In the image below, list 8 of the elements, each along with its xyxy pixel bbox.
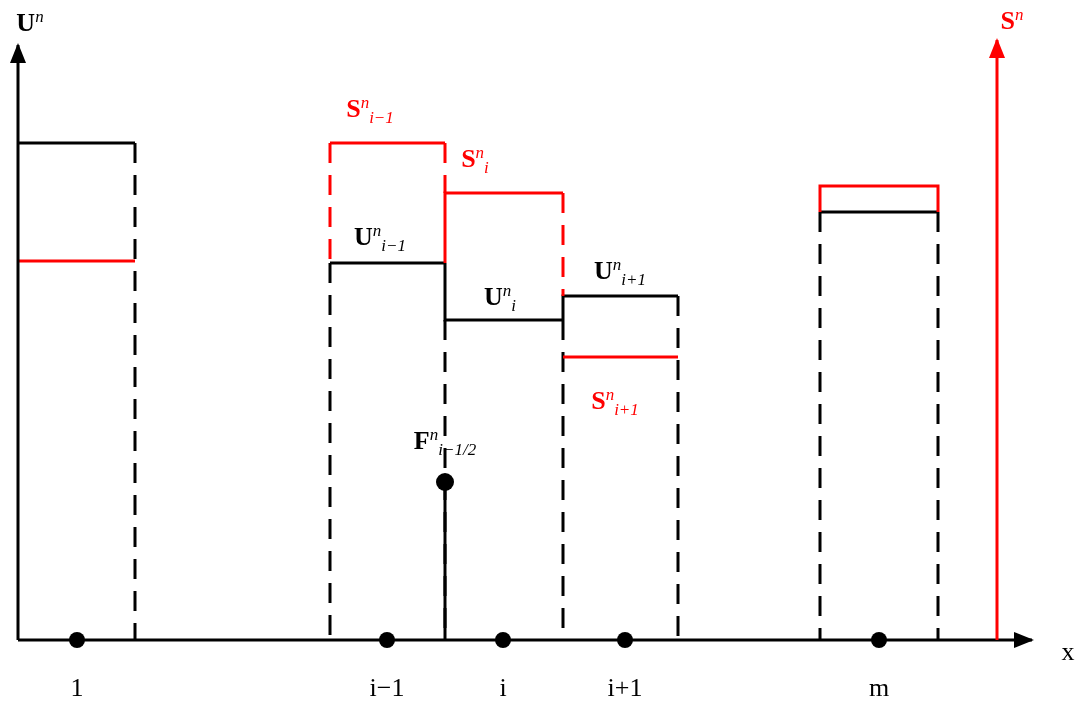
cell-index: i [499, 675, 507, 701]
cell-index: i−1 [369, 675, 405, 701]
axis-label: S$^{n}$ [1000, 5, 1024, 35]
axis-label: x [1061, 639, 1075, 665]
cell-index: m [868, 675, 890, 701]
cell-index: i+1 [607, 675, 643, 701]
cell-index: 1 [70, 675, 84, 701]
axis-label: U$^{n}$ [16, 7, 44, 37]
